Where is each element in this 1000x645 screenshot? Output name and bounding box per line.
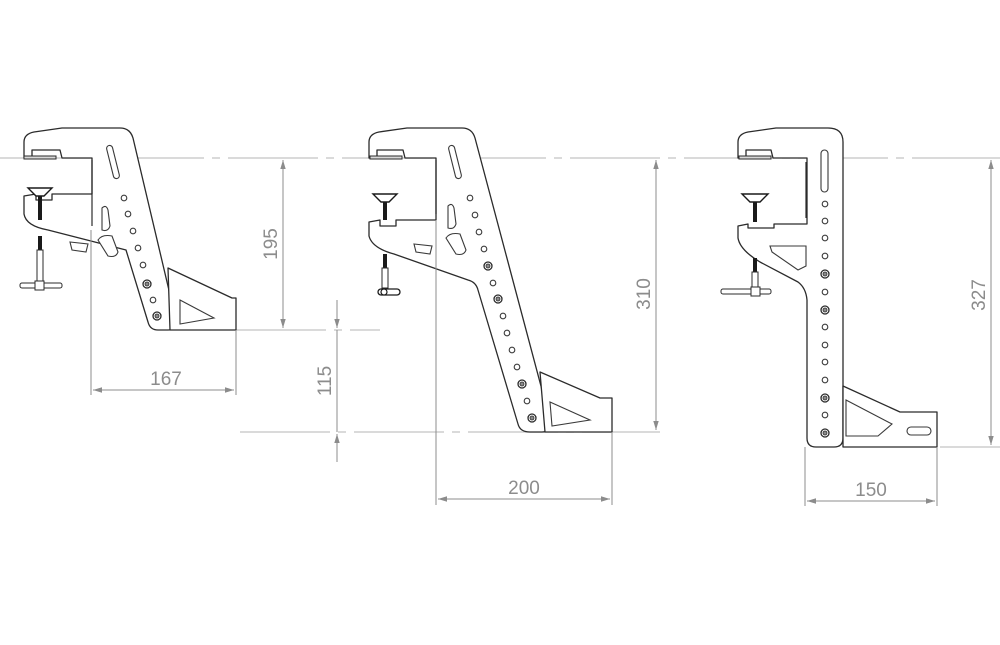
bracket-medium-dimensions: 200 310 [435,160,659,505]
bracket-medium-body [368,127,552,433]
bracket-medium [368,127,613,433]
bracket-small-foot [167,267,237,331]
bracket-small-dimensions: 167 195 115 [90,160,340,462]
bracket-large-dimensions: 150 327 [804,160,994,506]
height-label-medium: 310 [634,278,655,310]
bracket-small-jaw-pad [23,155,57,160]
offset-label: 115 [315,366,336,396]
width-label-small: 167 [150,369,182,390]
height-label-large: 327 [969,279,990,311]
clamp-screw-large [720,193,772,297]
height-label-small: 195 [261,228,282,260]
width-label-medium: 200 [508,478,540,499]
bracket-small-body [23,127,177,331]
bracket-large [720,127,938,448]
bracket-small [19,127,237,331]
clamp-screw-small [19,187,63,291]
width-label-large: 150 [855,480,887,501]
bracket-large-body [737,127,844,448]
clamp-screw-medium [371,193,401,296]
